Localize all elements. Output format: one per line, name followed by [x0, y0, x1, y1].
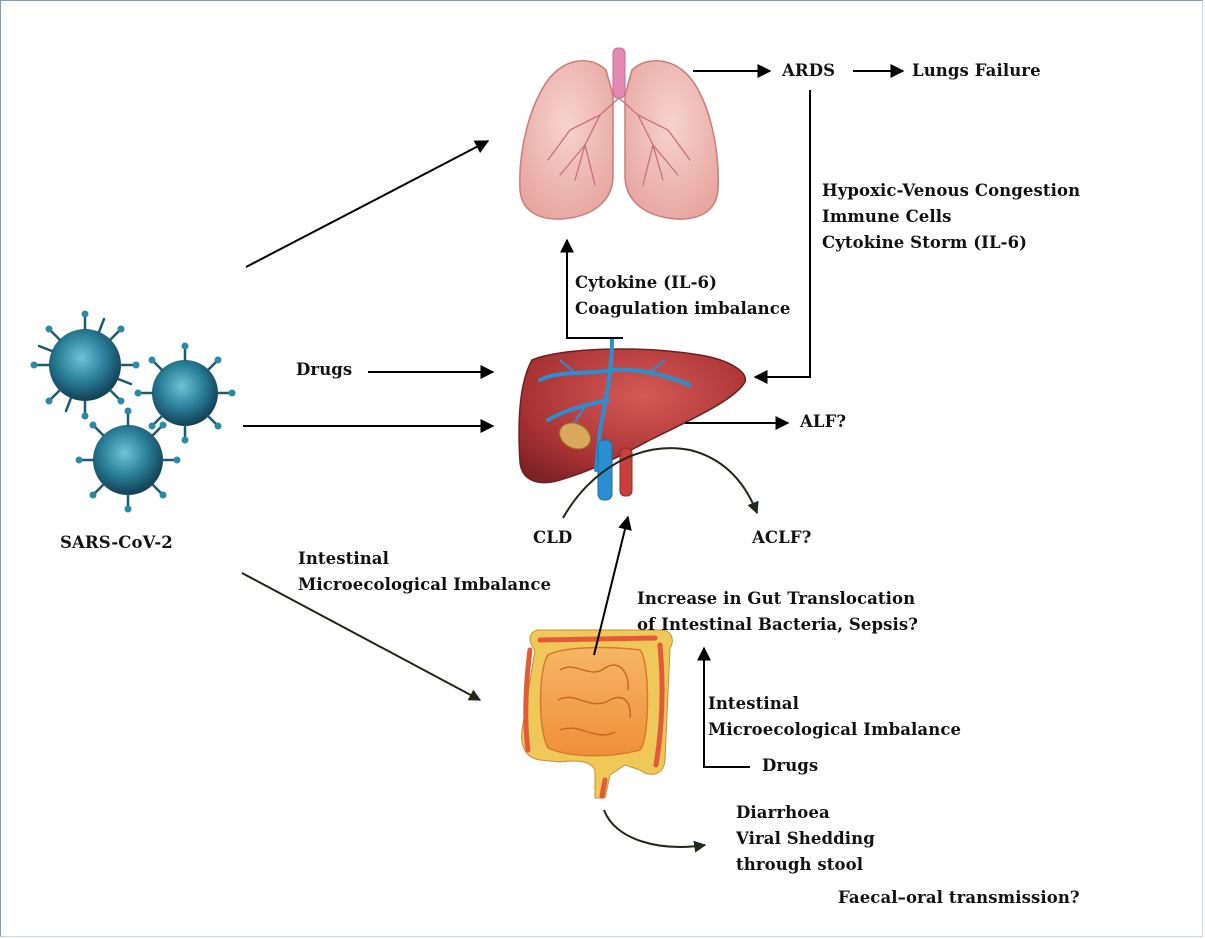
faecal-oral-label: Faecal–oral transmission? [838, 885, 1080, 911]
alf-label: ALF? [800, 409, 846, 435]
lungs-failure-label: Lungs Failure [912, 58, 1041, 84]
intestinal-left-line-1: Intestinal [298, 546, 551, 572]
gut-translocation-line-1: Increase in Gut Translocation [637, 586, 918, 612]
aclf-label: ACLF? [752, 525, 811, 551]
liver-icon [519, 340, 745, 500]
intestinal-right-line-1: Intestinal [708, 691, 961, 717]
intestinal-right-line-2: Microecological Imbalance [708, 717, 961, 743]
drugs-label-bottom: Drugs [762, 753, 818, 779]
sars-cov-2-label: SARS-CoV-2 [60, 530, 173, 556]
hypoxic-line-1: Hypoxic-Venous Congestion [822, 178, 1080, 204]
intestine-icon [522, 630, 673, 798]
arrow-virus-to-lungs [246, 141, 488, 267]
arrow-ards-to-liver [755, 90, 810, 377]
intestinal-left-line-2: Microecological Imbalance [298, 572, 551, 598]
cytokine-line-1: Cytokine (IL-6) [575, 270, 791, 296]
diarrhoea-line-3: through stool [736, 852, 875, 878]
diarrhoea-labels: Diarrhoea Viral Shedding through stool [736, 800, 875, 878]
hypoxic-line-3: Cytokine Storm (IL-6) [822, 230, 1080, 256]
intestinal-imbalance-right: Intestinal Microecological Imbalance [708, 691, 961, 743]
ards-label: ARDS [782, 58, 835, 84]
hypoxic-line-2: Immune Cells [822, 204, 1080, 230]
hypoxic-labels: Hypoxic-Venous Congestion Immune Cells C… [822, 178, 1080, 256]
arrow-gut-to-diarrhoea [604, 810, 705, 847]
diarrhoea-line-2: Viral Shedding [736, 826, 875, 852]
gut-translocation-line-2: of Intestinal Bacteria, Sepsis? [637, 612, 918, 638]
intestinal-imbalance-left: Intestinal Microecological Imbalance [298, 546, 551, 598]
diarrhoea-line-1: Diarrhoea [736, 800, 875, 826]
drugs-label-top: Drugs [296, 357, 352, 383]
cytokine-labels: Cytokine (IL-6) Coagulation imbalance [575, 270, 791, 322]
cytokine-line-2: Coagulation imbalance [575, 296, 791, 322]
gut-translocation-labels: Increase in Gut Translocation of Intesti… [637, 586, 918, 638]
lungs-icon [520, 48, 718, 219]
virus-icon [31, 311, 236, 513]
